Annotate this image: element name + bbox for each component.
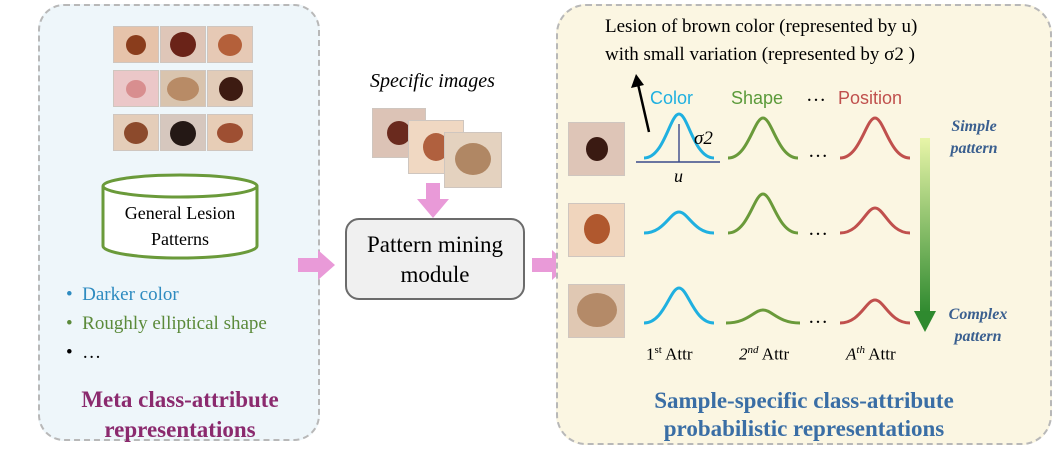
row-ellipsis: … xyxy=(808,306,828,328)
header-line1: Lesion of brown color (represented by u) xyxy=(605,16,918,37)
module-label-line2: module xyxy=(400,262,470,287)
column-header-color: Color xyxy=(650,88,694,108)
column-header-ellipsis: … xyxy=(806,84,826,106)
lesion-thumbnail xyxy=(160,70,206,107)
right-panel-title-line2: probabilistic representations xyxy=(663,416,945,441)
lesion-thumbnail xyxy=(160,114,206,151)
complex-pattern-label: Complex pattern xyxy=(948,306,1008,345)
pattern-mining-module: Pattern mining module xyxy=(345,218,525,300)
color-distribution-curve xyxy=(643,112,715,160)
color-distribution-curve xyxy=(643,286,715,325)
bullet-text: Darker color xyxy=(82,284,179,305)
down-arrow-icon xyxy=(417,183,449,218)
bullet-item: • Darker color xyxy=(66,284,179,305)
mu-label: u xyxy=(674,166,683,186)
left-panel-title-line1: Meta class-attribute xyxy=(81,387,279,412)
shape-distribution-curve xyxy=(727,116,799,160)
database-label-line1: General Lesion xyxy=(124,203,236,223)
simple-pattern-label: Simple pattern xyxy=(950,118,998,157)
position-distribution-curve xyxy=(839,206,911,235)
lesion-thumbnail xyxy=(207,26,253,63)
complexity-gradient-arrow xyxy=(914,138,936,332)
pointer-arrow-icon xyxy=(631,74,651,133)
sigma-label: σ2 xyxy=(694,128,713,149)
attr-label-3: Ath Attr xyxy=(846,344,896,364)
sample-lesion-image xyxy=(568,203,625,257)
lesion-thumbnail xyxy=(160,26,206,63)
left-panel-title-line2: representations xyxy=(104,417,256,442)
lesion-thumbnail xyxy=(207,70,253,107)
row-ellipsis: … xyxy=(808,218,828,240)
distribution-curves xyxy=(636,112,911,325)
header-line2: with small variation (represented by σ2 … xyxy=(605,44,915,65)
row-ellipsis: … xyxy=(808,140,828,162)
lesion-thumbnail xyxy=(113,114,159,151)
lesion-thumbnail xyxy=(444,132,502,188)
sample-specific-panel xyxy=(556,4,1052,445)
color-distribution-curve xyxy=(643,210,715,235)
lesion-thumbnail xyxy=(113,70,159,107)
database-label-line2: Patterns xyxy=(151,229,209,249)
attr-label-1: 1st Attr xyxy=(646,344,693,364)
position-distribution-curve xyxy=(839,298,911,325)
bullet-text: Roughly elliptical shape xyxy=(82,313,267,334)
right-arrow-icon xyxy=(298,250,335,280)
bullet-item: • … xyxy=(66,342,102,363)
column-header-position: Position xyxy=(838,88,903,108)
bullet-text: … xyxy=(82,342,102,363)
attr-label-2: 2nd Attr xyxy=(739,344,790,364)
specific-images-stack xyxy=(372,108,502,188)
shape-distribution-curve xyxy=(727,192,799,235)
sample-lesion-image xyxy=(568,122,625,176)
bullet-item: • Roughly elliptical shape xyxy=(66,313,267,334)
right-panel-title-line1: Sample-specific class-attribute xyxy=(654,388,954,413)
position-distribution-curve xyxy=(839,116,911,160)
column-header-shape: Shape xyxy=(731,88,784,108)
database-cylinder-icon xyxy=(101,173,259,260)
shape-distribution-curve xyxy=(725,308,801,325)
lesion-thumbnail xyxy=(207,114,253,151)
sample-lesion-image xyxy=(568,284,625,338)
lesion-image-grid xyxy=(113,26,253,158)
lesion-thumbnail xyxy=(113,26,159,63)
module-label-line1: Pattern mining xyxy=(366,232,504,257)
specific-images-label: Specific images xyxy=(370,70,495,92)
